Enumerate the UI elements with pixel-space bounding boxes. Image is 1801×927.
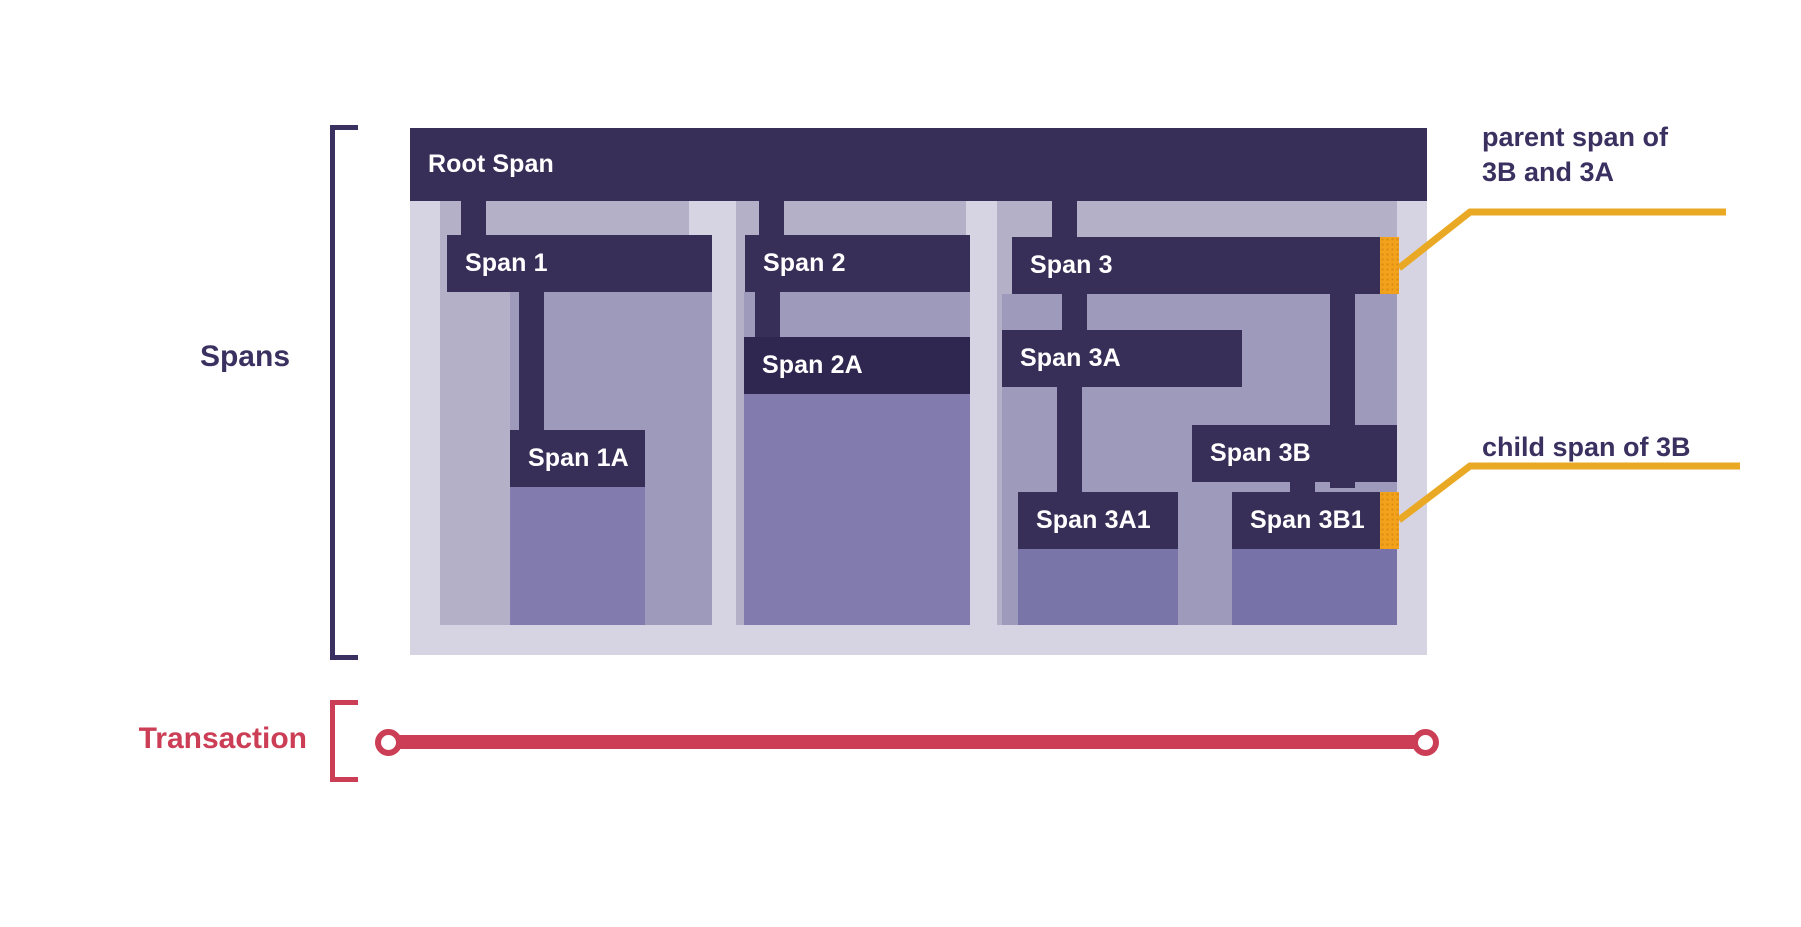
connector-span-3a-to-3a1 bbox=[1057, 383, 1082, 513]
span-bar-3b-label: Span 3B bbox=[1210, 439, 1311, 467]
span-bar-2a-label: Span 2A bbox=[762, 351, 863, 379]
span-2a-duration-block bbox=[744, 394, 970, 625]
callout-child-span-text: child span of 3B bbox=[1482, 432, 1691, 462]
span-bar-3a[interactable]: Span 3A bbox=[1002, 330, 1242, 387]
transaction-bracket bbox=[330, 700, 362, 782]
span-bar-3-label: Span 3 bbox=[1030, 251, 1113, 279]
span-bar-1a[interactable]: Span 1A bbox=[510, 430, 645, 487]
span-bar-root-label: Root Span bbox=[428, 150, 554, 178]
span-bar-2[interactable]: Span 2 bbox=[745, 235, 970, 292]
span-bar-3b1-label: Span 3B1 bbox=[1250, 506, 1365, 534]
highlight-marker-span-3[interactable] bbox=[1380, 237, 1399, 294]
span-bar-2a[interactable]: Span 2A bbox=[744, 337, 970, 394]
transaction-end-dot[interactable] bbox=[1412, 729, 1439, 756]
transaction-duration-line bbox=[385, 735, 1430, 749]
span-bar-1-label: Span 1 bbox=[465, 249, 548, 277]
span-bar-3a1[interactable]: Span 3A1 bbox=[1018, 492, 1178, 549]
transaction-section-label: Transaction bbox=[138, 722, 307, 755]
highlight-marker-span-3b1[interactable] bbox=[1380, 492, 1399, 549]
transaction-start-dot[interactable] bbox=[375, 729, 402, 756]
span-bar-1a-label: Span 1A bbox=[528, 444, 629, 472]
span-1a-duration-block bbox=[510, 487, 645, 625]
span-bar-root[interactable]: Root Span bbox=[410, 128, 1427, 201]
span-bar-3a-label: Span 3A bbox=[1020, 344, 1121, 372]
callout-parent-span-text: parent span of 3B and 3A bbox=[1482, 122, 1669, 187]
connector-span-1-to-1a bbox=[519, 288, 544, 456]
span-3a1-duration-block bbox=[1018, 549, 1178, 625]
spans-section-label: Spans bbox=[199, 340, 290, 373]
span-bar-3[interactable]: Span 3 bbox=[1012, 237, 1397, 294]
span-bar-1[interactable]: Span 1 bbox=[447, 235, 712, 292]
span-bar-3b1[interactable]: Span 3B1 bbox=[1232, 492, 1397, 549]
span-bar-2-label: Span 2 bbox=[763, 249, 846, 277]
span-bar-3a1-label: Span 3A1 bbox=[1036, 506, 1151, 534]
spans-bracket bbox=[330, 125, 362, 660]
span-bar-3b[interactable]: Span 3B bbox=[1192, 425, 1397, 482]
span-3b1-duration-block bbox=[1232, 549, 1397, 625]
